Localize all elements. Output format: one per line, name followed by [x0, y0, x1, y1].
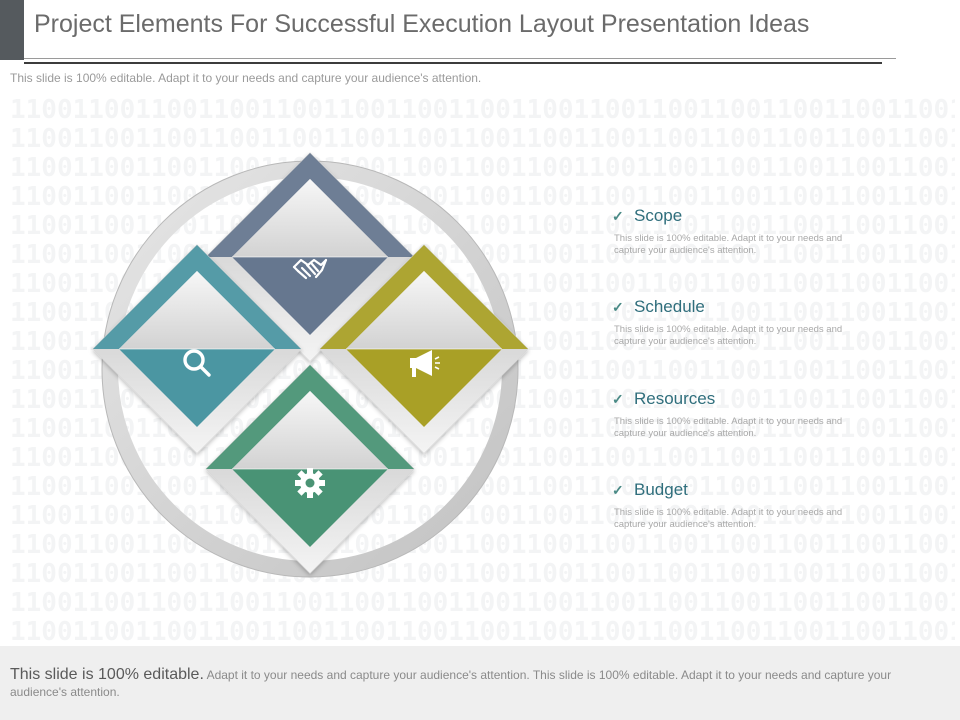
list-item-header: ✓ Resources: [612, 388, 872, 410]
diamond-tile-right: [319, 244, 529, 454]
checkmark-icon: ✓: [612, 207, 624, 224]
list-item-header: ✓ Scope: [612, 205, 872, 227]
list-item-header: ✓ Budget: [612, 479, 872, 501]
slide-subtitle: This slide is 100% editable. Adapt it to…: [10, 71, 482, 85]
slide-title: Project Elements For Successful Executio…: [34, 10, 810, 38]
title-rule-thick: [24, 62, 882, 64]
footer-lead: This slide is 100% editable.: [10, 666, 204, 683]
list-item-description: This slide is 100% editable. Adapt it to…: [614, 416, 843, 439]
checkmark-icon: ✓: [612, 481, 624, 498]
gear-icon: [295, 468, 325, 498]
title-accent-bar: [0, 0, 24, 60]
footer-text: Adapt it to your needs and capture your …: [10, 668, 892, 699]
title-rule-thin: [24, 58, 896, 59]
list-item-description: This slide is 100% editable. Adapt it to…: [614, 507, 843, 530]
list-item-description: This slide is 100% editable. Adapt it to…: [614, 233, 843, 256]
list-item-title: Schedule: [634, 297, 705, 316]
diamond-tile-left: [92, 244, 302, 454]
handshake-icon: [292, 258, 328, 280]
list-item-description: This slide is 100% editable. Adapt it to…: [614, 324, 843, 347]
footer-note: This slide is 100% editable. Adapt it to…: [0, 646, 960, 720]
magnifier-icon: [183, 349, 211, 377]
checkmark-icon: ✓: [612, 390, 624, 407]
list-item-header: ✓ Schedule: [612, 296, 872, 318]
list-item-title: Scope: [634, 206, 683, 225]
checkmark-icon: ✓: [612, 298, 624, 315]
diamond-tile-bottom: [205, 364, 415, 574]
list-item-title: Budget: [634, 480, 688, 499]
list-item-title: Resources: [634, 389, 716, 408]
megaphone-icon: [410, 350, 440, 377]
